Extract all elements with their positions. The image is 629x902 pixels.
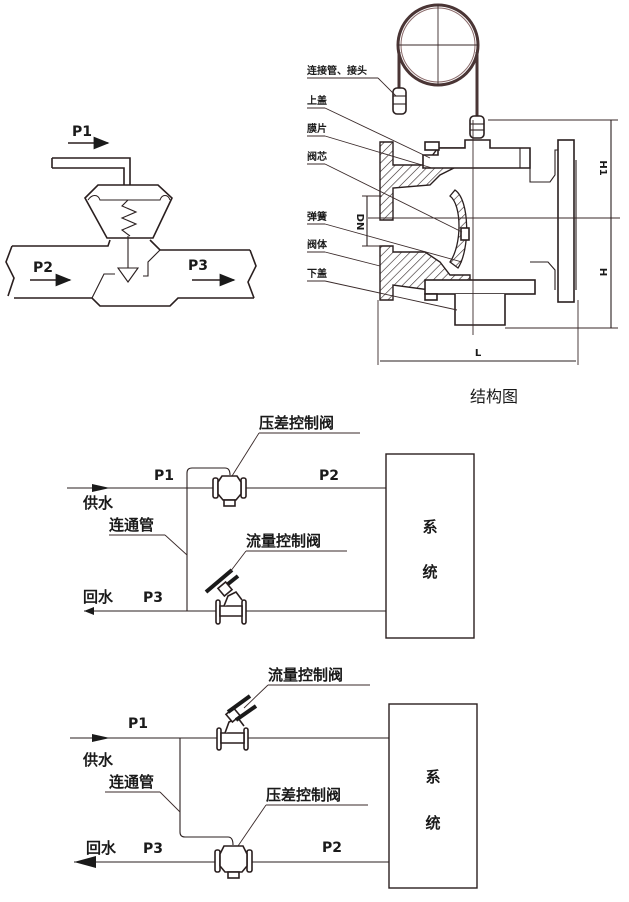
install1-p1-label: P1 xyxy=(154,468,174,484)
bypass-tube-2 xyxy=(179,738,234,846)
install2-valve-bottom-label: 压差控制阀 xyxy=(266,786,341,804)
system-box-1 xyxy=(385,453,475,639)
part-labels: 连接管、接头 上盖 膜片 阀芯 弹簧 阀体 下盖 xyxy=(307,64,463,311)
h-label: H xyxy=(597,268,608,276)
connector-fitting-right xyxy=(469,115,485,139)
system-char-2b: 统 xyxy=(425,814,440,832)
diaphragm-housing xyxy=(84,184,173,239)
diff-pressure-valve-1 xyxy=(212,475,247,507)
system-box-2 xyxy=(388,703,478,889)
pipe-top-right xyxy=(149,239,250,251)
return-arrow-1 xyxy=(84,607,94,615)
return-arrow-2 xyxy=(74,856,96,868)
valve-core xyxy=(449,189,468,269)
part-label-upper-cover: 上盖 xyxy=(307,94,327,107)
install2-bypass-label: 连通管 xyxy=(109,773,154,791)
system-char-1a: 系 xyxy=(422,518,437,536)
supply-arrow-1 xyxy=(92,484,110,492)
right-flange xyxy=(557,139,575,303)
flow-control-valve-1 xyxy=(204,568,247,625)
install2-p1-label: P1 xyxy=(128,716,148,732)
install-diagram-2: 系 统 P1 P2 P3 供水 回水 连 xyxy=(70,666,478,889)
lower-cover xyxy=(454,294,506,326)
part-label-valve-body: 阀体 xyxy=(307,238,328,251)
install2-p2-label: P2 xyxy=(322,840,342,856)
pipe-bottom xyxy=(14,297,254,307)
bypass-tube-1 xyxy=(186,467,231,611)
l-label: L xyxy=(475,348,482,359)
diaphragm xyxy=(87,194,171,201)
principle-diagram: P1 P2 P3 xyxy=(5,124,257,307)
install1-return-label: 回水 xyxy=(83,588,114,606)
install1-valve-bottom-label: 流量控制阀 xyxy=(246,532,321,550)
h1-label: H1 xyxy=(597,160,608,175)
install1-bypass-label: 连通管 xyxy=(109,516,154,534)
install2-valve-top-label: 流量控制阀 xyxy=(268,666,343,684)
install2-return-label: 回水 xyxy=(86,839,117,857)
install1-p2-label: P2 xyxy=(319,468,339,484)
part-label-valve-core: 阀芯 xyxy=(307,150,327,163)
install1-p3-label: P3 xyxy=(143,590,163,606)
principle-p2-label: P2 xyxy=(33,260,53,276)
principle-p3-label: P3 xyxy=(188,258,208,274)
dn-label: DN xyxy=(354,214,365,231)
install2-supply-label: 供水 xyxy=(82,751,114,769)
spring-part xyxy=(460,227,470,241)
system-char-1b: 统 xyxy=(422,563,437,581)
diff-pressure-valve-2 xyxy=(214,845,253,879)
install2-p3-label: P3 xyxy=(143,841,163,857)
valve-plug xyxy=(116,267,140,283)
connector-fitting-left xyxy=(392,87,407,115)
install1-valve-top-label: 压差控制阀 xyxy=(259,414,334,432)
principle-p1-label: P1 xyxy=(72,124,92,140)
part-label-lower-cover: 下盖 xyxy=(307,267,327,280)
part-label-diaphragm: 膜片 xyxy=(307,122,327,135)
supply-arrow-2 xyxy=(92,734,110,742)
impulse-tube xyxy=(52,157,131,185)
spring-icon xyxy=(120,199,138,237)
install1-supply-label: 供水 xyxy=(82,494,114,512)
structure-caption: 结构图 xyxy=(470,387,518,406)
flow-control-valve-2 xyxy=(216,694,258,751)
lower-cover-flange xyxy=(424,279,536,295)
system-char-2a: 系 xyxy=(425,768,440,786)
part-label-spring: 弹簧 xyxy=(307,210,327,223)
pipe-top-left xyxy=(12,239,111,247)
install-diagram-1: 系 统 P1 P2 P3 供水 回水 连 xyxy=(67,414,475,639)
structure-diagram: DN H1 H L 连接管、接头 上盖 膜片 阀芯 弹簧 阀体 下盖 结构图 xyxy=(307,3,620,406)
part-label-connector: 连接管、接头 xyxy=(307,64,367,77)
